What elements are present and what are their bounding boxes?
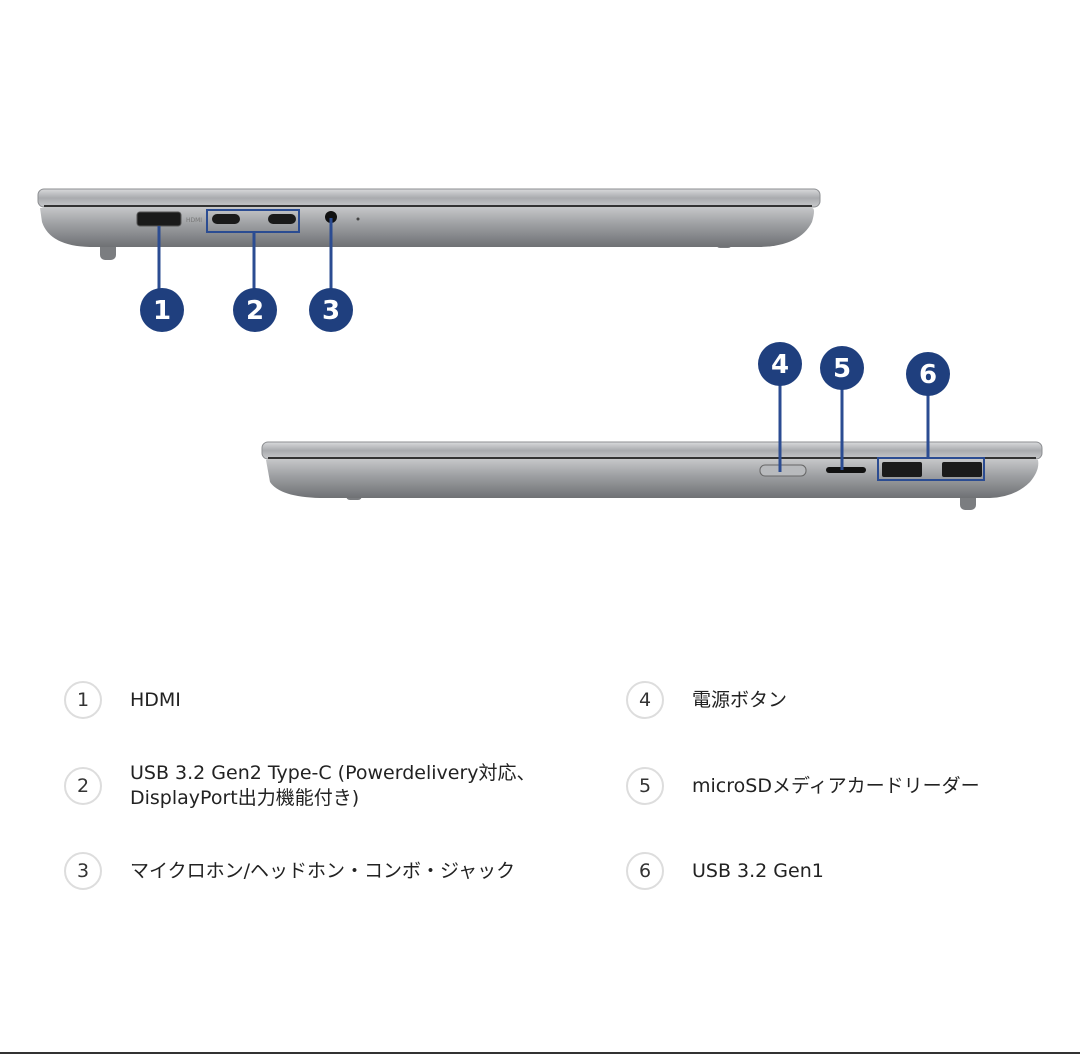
usb-a-port [942, 462, 982, 477]
marker-3: 3 [309, 288, 353, 332]
legend-text: マイクロホン/ヘッドホン・コンボ・ジャック [130, 859, 516, 882]
svg-text:6: 6 [919, 360, 937, 390]
marker-2: 2 [233, 288, 277, 332]
hdmi-port [136, 211, 182, 227]
laptop-right-side [261, 441, 1043, 510]
usb-a-port [882, 462, 922, 477]
legend-text: 電源ボタン [692, 688, 788, 711]
legend-text-line: USB 3.2 Gen2 Type-C (Powerdelivery対応、 [130, 762, 536, 784]
usb-c-port [268, 214, 296, 224]
legend-number: 5 [626, 767, 664, 805]
legend-item-3: 3 マイクロホン/ヘッドホン・コンボ・ジャック [64, 852, 515, 890]
marker-6: 6 [906, 352, 950, 396]
audio-jack [325, 211, 337, 223]
legend-number: 4 [626, 681, 664, 719]
svg-text:5: 5 [833, 354, 851, 384]
legend-item-1: 1 HDMI [64, 681, 181, 719]
legend-number: 6 [626, 852, 664, 890]
legend-item-6: 6 USB 3.2 Gen1 [626, 852, 824, 890]
legend-text: HDMI [130, 688, 181, 711]
legend-number: 3 [64, 852, 102, 890]
leader-lines [157, 218, 930, 472]
microsd-slot [826, 467, 866, 473]
svg-text:4: 4 [771, 350, 789, 380]
legend-text: microSDメディアカードリーダー [692, 774, 980, 797]
legend-item-4: 4 電源ボタン [626, 681, 787, 719]
legend-text: USB 3.2 Gen1 [692, 859, 824, 882]
bottom-divider [0, 1052, 1080, 1054]
svg-text:2: 2 [246, 296, 264, 326]
usb-c-port [212, 214, 240, 224]
laptop-side-views-diagram: HDMI 1 2 3 4 5 6 [37, 188, 1043, 510]
laptop-left-side: HDMI [37, 188, 821, 260]
hdmi-port-label: HDMI [186, 217, 202, 224]
svg-text:1: 1 [153, 296, 171, 326]
legend-item-5: 5 microSDメディアカードリーダー [626, 767, 980, 805]
legend-number: 1 [64, 681, 102, 719]
power-button [759, 464, 807, 477]
marker-1: 1 [140, 288, 184, 332]
legend-item-2: 2 USB 3.2 Gen2 Type-C (Powerdelivery対応、 … [64, 761, 536, 811]
legend-text-line: DisplayPort出力機能付き) [130, 787, 360, 809]
marker-4: 4 [758, 342, 802, 386]
legend-text: USB 3.2 Gen2 Type-C (Powerdelivery対応、 Di… [130, 761, 536, 811]
usb-a-highlight-box [877, 457, 985, 481]
laptop-lid [261, 441, 1043, 460]
legend-number: 2 [64, 767, 102, 805]
svg-text:3: 3 [322, 296, 340, 326]
laptop-lid [37, 188, 821, 208]
marker-5: 5 [820, 346, 864, 390]
